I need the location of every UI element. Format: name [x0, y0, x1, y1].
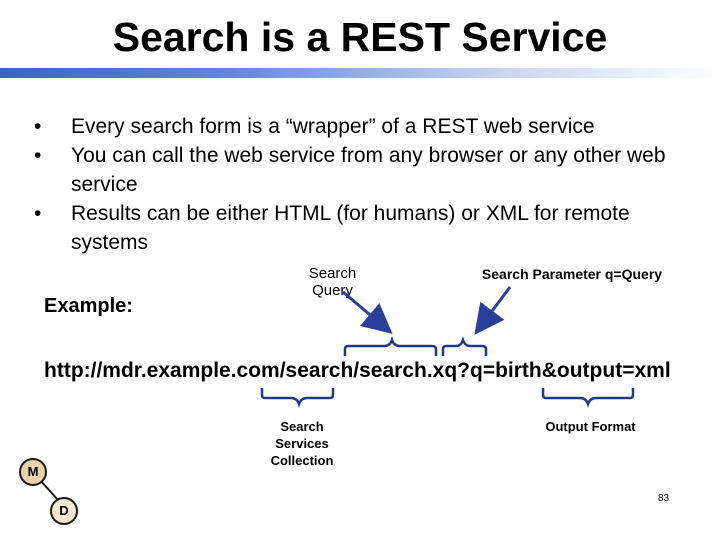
logo-m-icon: M — [19, 458, 47, 486]
bullet-marker: • — [34, 115, 42, 138]
output-format-annotation: Output Format — [545, 419, 636, 434]
search-query-brace — [343, 336, 438, 356]
search-services-collection-annotation: Search Services Collection — [270, 419, 334, 468]
page-number: 83 — [658, 493, 670, 504]
bullet-marker: • — [34, 202, 42, 225]
search-query-arrow — [342, 290, 393, 334]
bullet-item: • You can call the web service from any … — [34, 141, 704, 199]
bullet-text: You can call the web service from any br… — [71, 144, 666, 196]
example-label: Example: — [44, 295, 133, 317]
bullet-text: Results can be either HTML (for humans) … — [71, 202, 630, 254]
bullet-item: • Results can be either HTML (for humans… — [34, 199, 704, 257]
bullet-item: • Every search form is a “wrapper” of a … — [34, 112, 704, 141]
search-parameter-arrow — [474, 286, 512, 335]
slide-title: Search is a REST Service — [112, 14, 608, 60]
logo-d-icon: D — [50, 497, 78, 525]
bullet-text: Every search form is a “wrapper” of a RE… — [71, 115, 595, 138]
title-underline-bar — [0, 68, 720, 78]
search-query-annotation: Search Query — [308, 265, 357, 299]
bullet-marker: • — [34, 144, 42, 167]
example-url: http://mdr.example.com/search/search.xq?… — [44, 359, 671, 382]
output-format-brace — [541, 388, 635, 408]
search-services-collection-brace — [260, 388, 335, 408]
search-parameter-annotation: Search Parameter q=Query — [481, 266, 663, 282]
bullet-list: • Every search form is a “wrapper” of a … — [34, 112, 704, 257]
logo-connector — [39, 479, 59, 501]
search-parameter-brace — [441, 336, 488, 356]
